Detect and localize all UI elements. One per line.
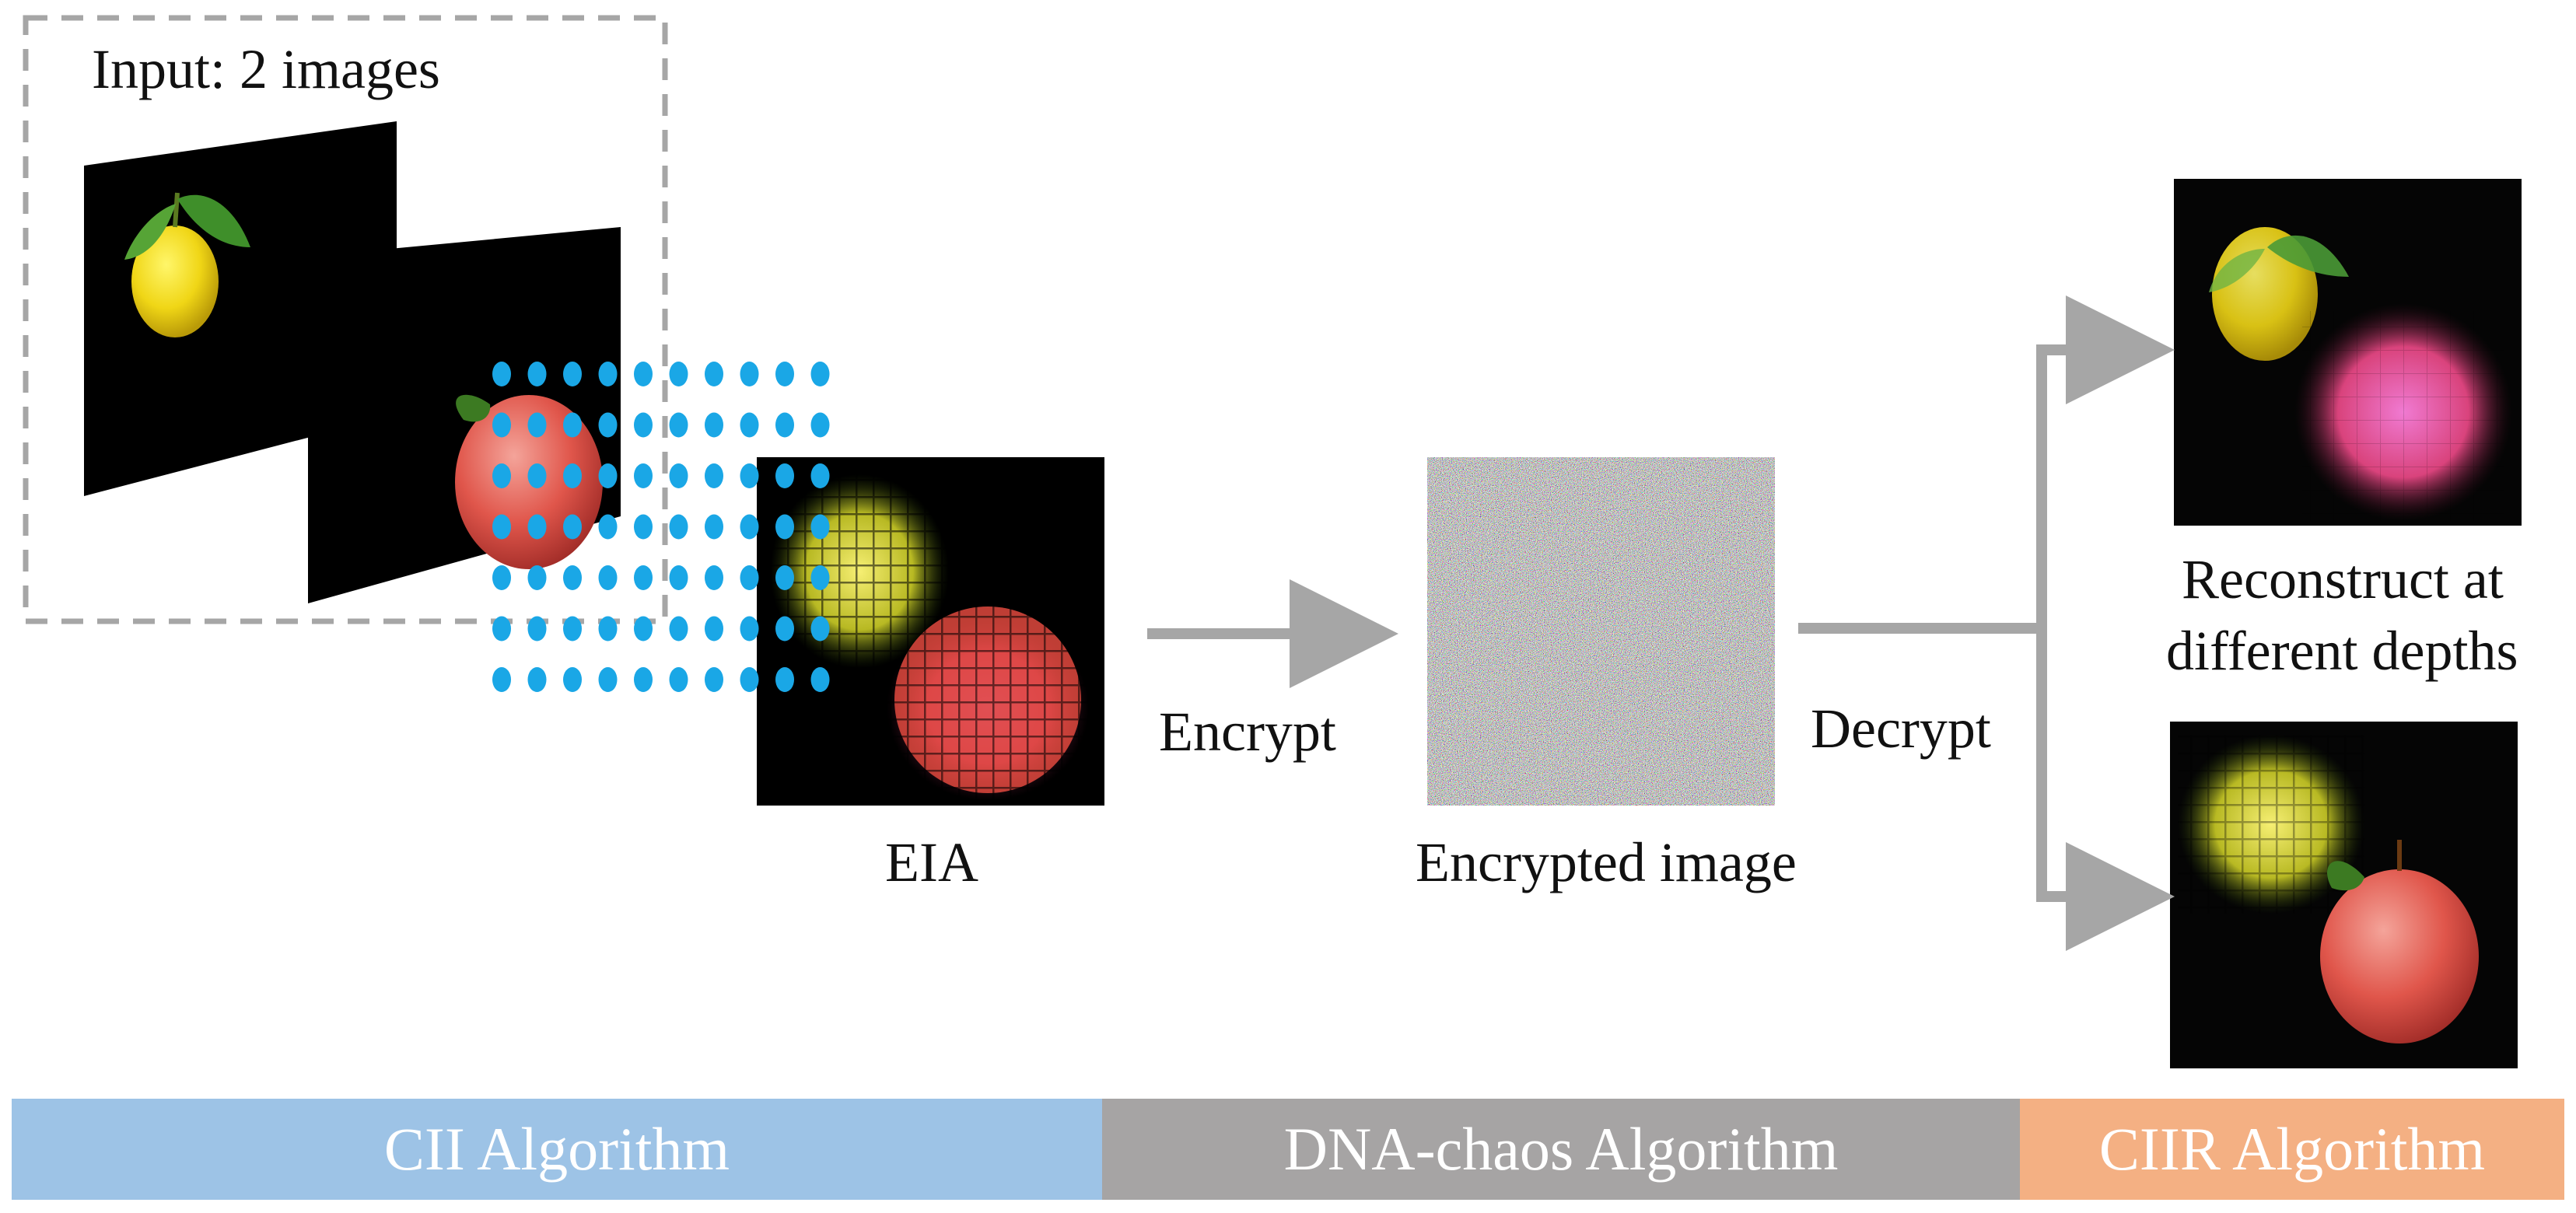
decrypt-label: Decrypt [1811,697,1991,760]
encrypt-label: Encrypt [1159,701,1336,763]
lens-dot [810,514,830,540]
lens-dot [775,514,794,540]
lens-dot [563,616,582,641]
lens-dot [740,565,759,590]
lens-dot [598,362,618,386]
lens-dot [705,667,723,692]
lens-dot [598,616,618,641]
leaf-icon [177,194,250,247]
lens-dot [775,412,794,438]
lens-dot [527,412,547,438]
ciir-algorithm-band: CIIR Algorithm [2020,1099,2564,1200]
lens-dot [705,463,723,488]
lens-dot [669,667,688,692]
input-label: Input: 2 images [92,38,440,100]
lens-dot [740,616,759,641]
lens-dot [563,667,582,692]
lens-dot [669,514,688,540]
lens-dot [669,463,688,488]
lens-dot [740,362,759,386]
lens-dot [634,514,653,540]
reconstructed-image-far [2170,722,2518,1068]
dna-chaos-algorithm-band: DNA-chaos Algorithm [1102,1099,2020,1200]
decrypt-arrow [1798,295,2175,951]
lens-dot [492,667,511,692]
lens-dot [775,362,794,386]
lens-dot [598,565,618,590]
lens-dot [705,412,723,438]
lens-dot [598,667,618,692]
dna-chaos-algorithm-label: DNA-chaos Algorithm [1283,1115,1839,1183]
lens-dot [527,667,547,692]
lens-dot [669,616,688,641]
lens-dot [669,412,688,438]
cii-algorithm-band: CII Algorithm [12,1099,1102,1200]
input-image-apple [308,227,621,603]
lens-dot [634,362,653,386]
lens-dot [740,412,759,438]
lens-dot [634,616,653,641]
lens-dot [634,667,653,692]
lens-dot [563,565,582,590]
input-dashed-box [23,15,668,624]
ciir-algorithm-label: CIIR Algorithm [2098,1115,2486,1183]
lens-dot [775,667,794,692]
lens-dot [740,463,759,488]
lens-dot [527,463,547,488]
lens-dot [492,514,511,540]
lens-dot [740,667,759,692]
reconstructed-image-near [2174,179,2522,526]
lens-dot [492,362,511,386]
lens-dot [634,412,653,438]
lens-dot [810,667,830,692]
lens-dot [705,565,723,590]
lens-dot [634,463,653,488]
lens-dot [775,463,794,488]
lens-dot [705,616,723,641]
lens-dot [810,616,830,641]
lens-dot [669,565,688,590]
lens-dot [705,514,723,540]
cii-algorithm-label: CII Algorithm [383,1115,730,1183]
lens-dot [527,616,547,641]
lens-dot [775,616,794,641]
lens-dot [563,412,582,438]
lens-dot [775,565,794,590]
lens-dot [705,362,723,386]
lens-dot [598,463,618,488]
lens-dot [810,412,830,438]
eia-image [757,457,1104,806]
lens-dot [740,514,759,540]
eia-label: EIA [885,831,978,893]
lens-dot [563,362,582,386]
reconstruct-label-line2: different depths [2166,620,2518,682]
reconstruct-label-line1: Reconstruct at [2182,548,2504,610]
lens-dot [492,463,511,488]
lens-dot [810,463,830,488]
lens-dot [634,565,653,590]
lens-dot [492,412,511,438]
lens-dot [563,514,582,540]
lens-dot [810,362,830,386]
encrypted-image [1427,457,1775,806]
lens-dot [492,616,511,641]
lens-dot [527,565,547,590]
lens-dot [598,514,618,540]
lens-dot [527,514,547,540]
lens-dot [669,362,688,386]
encrypted-image-label: Encrypted image [1416,831,1797,893]
lemon-shape [131,225,219,337]
lens-dot [527,362,547,386]
lens-dot [598,412,618,438]
lens-dot [810,565,830,590]
lens-array-dots [492,362,830,692]
lens-dot [563,463,582,488]
lens-dot [492,565,511,590]
